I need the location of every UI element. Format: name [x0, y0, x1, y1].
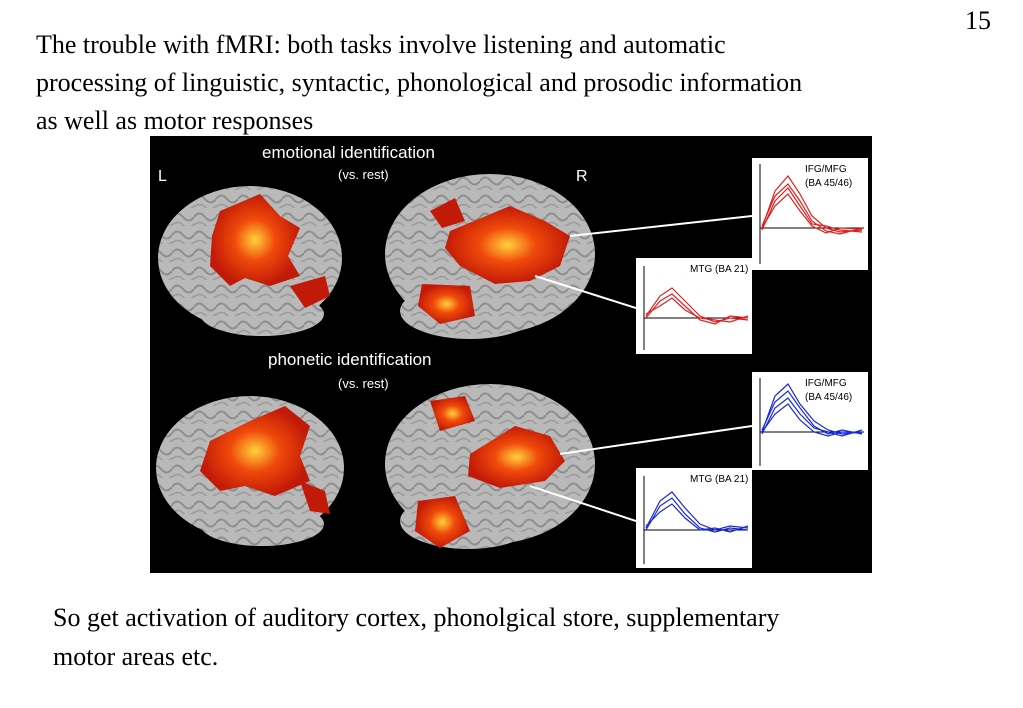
activation-bottom-right	[415, 396, 565, 548]
inset-3-label-1: IFG/MFG	[805, 378, 847, 389]
connector-lines	[529, 215, 753, 522]
top-section-title: emotional identification	[262, 143, 435, 162]
left-hemisphere-label: L	[158, 168, 167, 185]
slide-heading: The trouble with fMRI: both tasks involv…	[36, 26, 976, 140]
heading-line-3: as well as motor responses	[36, 106, 314, 135]
inset-4-traces	[645, 491, 749, 533]
inset-plot-emotional-ifg: IFG/MFG (BA 45/46)	[752, 158, 868, 270]
slide-number: 15	[965, 6, 991, 35]
brain-bottom-left	[156, 396, 344, 546]
heading-line-1: The trouble with fMRI: both tasks involv…	[36, 30, 726, 59]
slide-caption: So get activation of auditory cortex, ph…	[53, 598, 973, 676]
inset-1-label-2: (BA 45/46)	[805, 178, 852, 189]
activation-bottom-left	[200, 406, 330, 514]
inset-2-label-1: MTG (BA 21)	[690, 264, 748, 275]
inset-plot-phonetic-mtg: MTG (BA 21)	[636, 468, 752, 568]
heading-line-2: processing of linguistic, syntactic, pho…	[36, 68, 803, 97]
caption-line-2: motor areas etc.	[53, 642, 219, 671]
brain-top-left	[158, 186, 342, 336]
inset-plot-phonetic-ifg: IFG/MFG (BA 45/46)	[752, 372, 868, 470]
inset-1-traces	[761, 175, 863, 235]
brain-top-right	[385, 174, 595, 339]
activation-top-right	[418, 198, 570, 324]
inset-3-traces	[761, 383, 863, 437]
right-hemisphere-label: R	[576, 168, 588, 185]
inset-1-label-1: IFG/MFG	[805, 164, 847, 175]
bottom-section-subtitle: (vs. rest)	[338, 376, 389, 391]
activation-top-left	[210, 194, 330, 308]
inset-2-traces	[645, 287, 749, 325]
brain-bottom-right	[385, 384, 595, 549]
bottom-section-title: phonetic identification	[268, 350, 432, 369]
fmri-figure-svg: L R emotional identification (vs. rest) …	[156, 143, 868, 568]
fmri-figure: L R emotional identification (vs. rest) …	[150, 136, 872, 573]
inset-3-label-2: (BA 45/46)	[805, 392, 852, 403]
caption-line-1: So get activation of auditory cortex, ph…	[53, 603, 780, 632]
inset-plot-emotional-mtg: MTG (BA 21)	[636, 258, 752, 354]
inset-4-label-1: MTG (BA 21)	[690, 474, 748, 485]
top-section-subtitle: (vs. rest)	[338, 167, 389, 182]
